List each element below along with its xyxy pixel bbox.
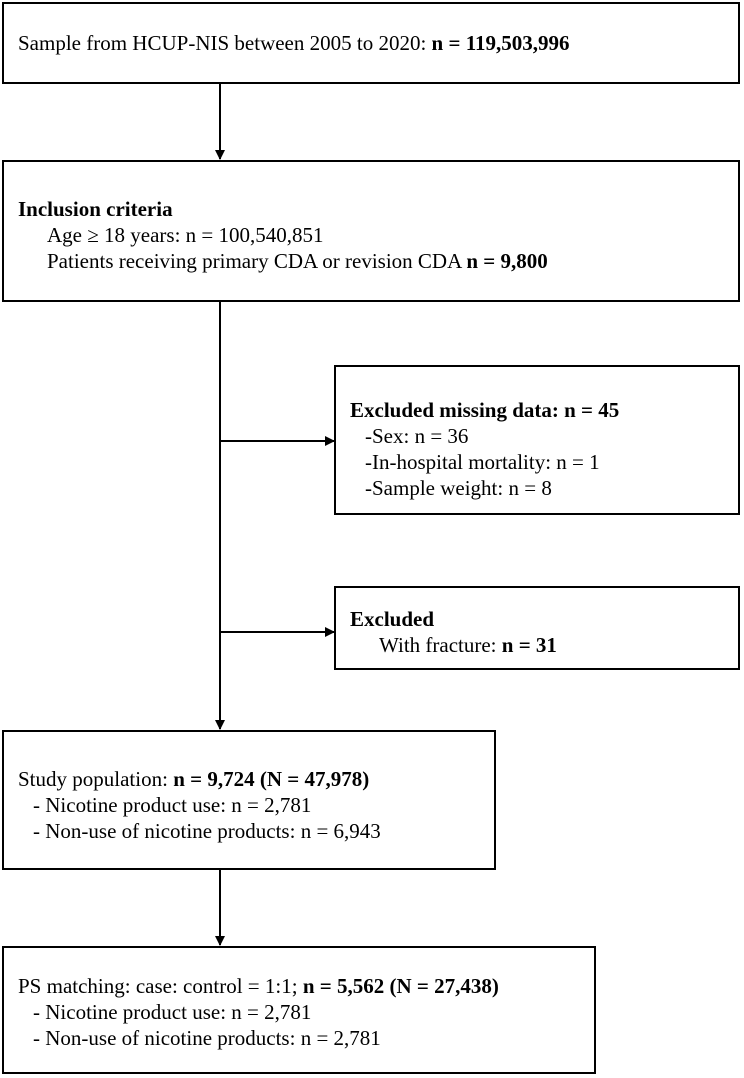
ps-matching-count: n = 5,562 (N = 27,438) (302, 974, 499, 998)
missing-sample-weight: -Sample weight: n = 8 (365, 476, 552, 500)
excluded-fracture-heading: Excluded (350, 607, 435, 631)
age-criterion: Age ≥ 18 years: n = 100,540,851 (47, 223, 324, 247)
ps-matching-line: PS matching: case: control = 1:1; n = 5,… (18, 973, 499, 999)
ps-nicotine-use: - Nicotine product use: n = 2,781 (33, 1000, 312, 1024)
fracture-line: With fracture: n = 31 (379, 632, 557, 658)
sample-label: Sample from HCUP-NIS between 2005 to 202… (18, 31, 432, 55)
study-population-box: Study population: n = 9,724 (N = 47,978)… (2, 730, 496, 870)
study-population-label: Study population: (18, 767, 174, 791)
excluded-missing-box: Excluded missing data: n = 45 -Sex: n = … (334, 365, 740, 515)
patients-label: Patients receiving primary CDA or revisi… (47, 249, 467, 273)
ps-matching-label: PS matching: case: control = 1:1; (18, 974, 303, 998)
ps-matching-box: PS matching: case: control = 1:1; n = 5,… (2, 946, 596, 1074)
study-nicotine-use: - Nicotine product use: n = 2,781 (33, 793, 312, 817)
missing-sex: -Sex: n = 36 (365, 424, 469, 448)
patients-criterion: Patients receiving primary CDA or revisi… (47, 248, 548, 274)
sample-box: Sample from HCUP-NIS between 2005 to 202… (2, 2, 740, 84)
excluded-missing-heading: Excluded missing data: n = 45 (350, 398, 620, 422)
study-population-count: n = 9,724 (N = 47,978) (173, 767, 370, 791)
excluded-fracture-box: Excluded With fracture: n = 31 (334, 586, 740, 670)
inclusion-criteria-box: Inclusion criteria Age ≥ 18 years: n = 1… (2, 160, 740, 302)
fracture-label: With fracture: (379, 633, 502, 657)
ps-nicotine-nonuse: - Non-use of nicotine products: n = 2,78… (33, 1026, 381, 1050)
study-population-line: Study population: n = 9,724 (N = 47,978) (18, 766, 369, 792)
missing-mortality: -In-hospital mortality: n = 1 (365, 450, 600, 474)
study-nicotine-nonuse: - Non-use of nicotine products: n = 6,94… (33, 819, 381, 843)
fracture-count: n = 31 (501, 633, 557, 657)
inclusion-heading: Inclusion criteria (18, 197, 173, 221)
sample-line: Sample from HCUP-NIS between 2005 to 202… (18, 30, 570, 56)
patients-count: n = 9,800 (466, 249, 548, 273)
sample-count: n = 119,503,996 (431, 31, 570, 55)
